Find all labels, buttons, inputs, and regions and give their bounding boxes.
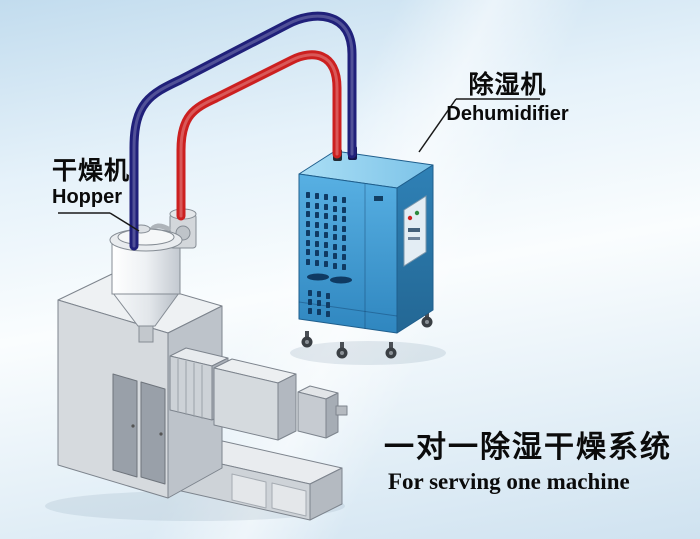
door-handle [159,432,163,436]
supply-air-pipe-highlight [179,53,339,218]
barrel-side [277,373,297,441]
dehumidifier-label-en: Dehumidifier [446,103,569,126]
hopper-leader-line [109,212,140,232]
cabinet-door [140,381,166,485]
dehumidifier-shadow [290,341,446,365]
machine-base-panel [271,482,307,517]
indicator-light-green [414,210,420,216]
machine-base-end [309,467,343,521]
hopper-label: 干燥机 Hopper [52,158,130,208]
brand-logo-mark [374,196,383,201]
panel-display [408,228,420,232]
indicator-light-red [407,215,413,221]
supply-air-pipe-red [176,50,342,221]
machine-base-panel [231,473,267,509]
system-caption-cn: 一对一除湿干燥系统 [384,431,672,464]
die-nozzle [335,405,348,416]
control-panel [403,195,427,267]
door-handle [131,424,135,428]
leader-lines [58,98,540,232]
dehumidifier-label-cn: 除湿机 [468,71,547,99]
return-air-pipe-highlight [132,14,354,248]
return-air-pipe-blue [129,11,357,251]
system-caption: 一对一除湿干燥系统 For serving one machine [384,432,672,494]
panel-button-row [408,237,420,240]
dehumidifier-unit [298,146,434,359]
caster-wheel [301,331,313,348]
dehumidifier-label: 除湿机 Dehumidifier [440,72,575,125]
extruder-machine [57,273,348,521]
vent-grid [306,192,352,317]
system-caption-en: For serving one machine [388,468,630,494]
cabinet-door [112,373,138,478]
hopper-label-cn: 干燥机 [52,157,131,185]
hopper-label-en: Hopper [52,186,122,209]
front-panel-seam [298,301,398,317]
dehumidifier-leader-line [418,98,457,153]
air-pipes [129,11,357,251]
die-front [297,391,327,439]
die-side [325,392,339,439]
gearbox-front [169,355,213,421]
